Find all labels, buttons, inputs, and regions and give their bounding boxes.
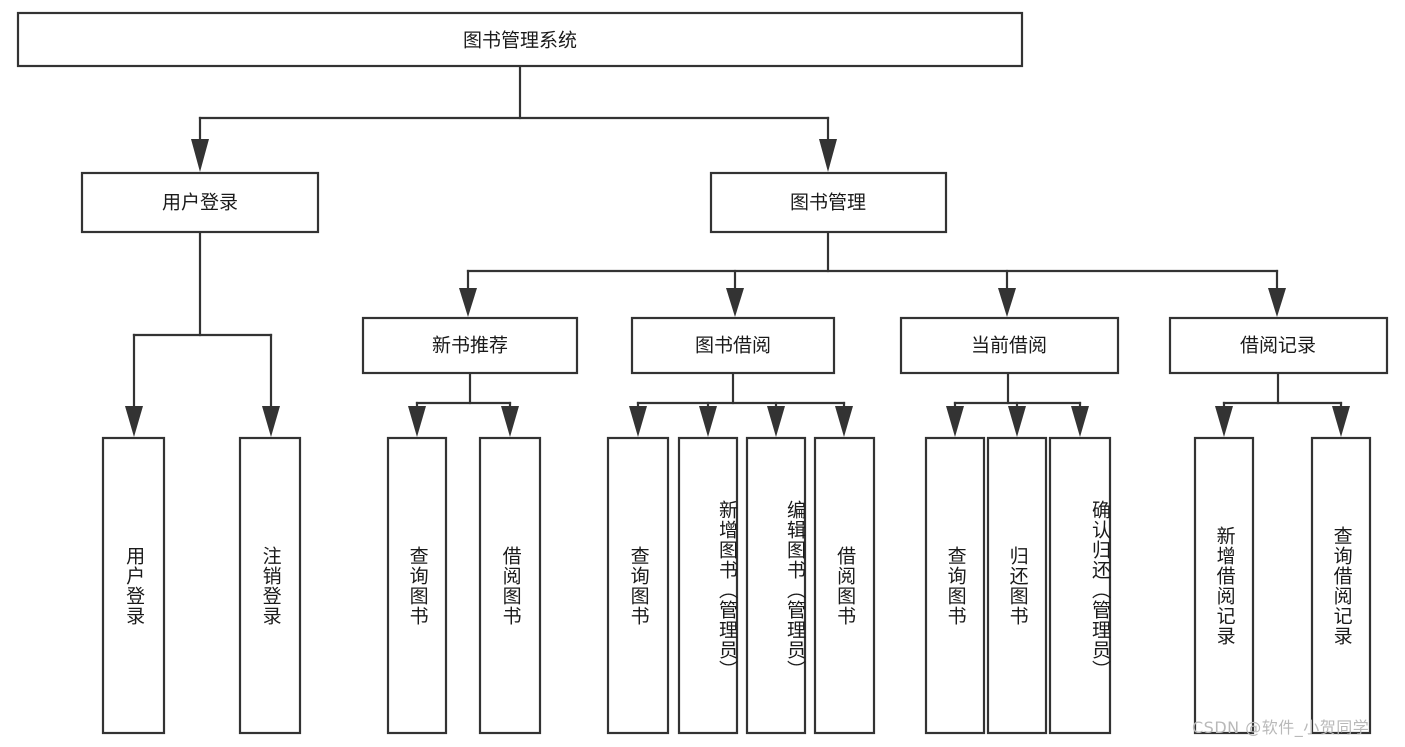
leaf-box-return-book[interactable]	[986, 436, 1048, 735]
leaf-box-group	[101, 436, 1372, 735]
connector-group-borrow-record	[1215, 371, 1350, 437]
arrow-head-icon	[1071, 406, 1089, 437]
leaf-box-query-book-3[interactable]	[924, 436, 986, 735]
arrow-head-icon	[998, 288, 1016, 317]
node-book-borrow-box[interactable]	[630, 316, 836, 375]
node-borrow-record[interactable]: 借阅记录	[1168, 316, 1389, 375]
node-book-borrow[interactable]: 图书借阅	[630, 316, 836, 375]
leaf-box-query-book-2[interactable]	[606, 436, 670, 735]
leaf-box-query-record[interactable]	[1310, 436, 1372, 735]
node-book-borrow-label: 图书借阅	[695, 335, 771, 357]
connector-group-new-book	[408, 371, 519, 437]
node-borrow-record-label: 借阅记录	[1240, 335, 1316, 357]
leaf-box-confirm-return[interactable]	[1048, 436, 1112, 735]
connector-group-current-borrow	[946, 371, 1089, 437]
leaf-box-edit-book-admin[interactable]	[745, 436, 807, 735]
arrow-head-icon	[1215, 406, 1233, 437]
arrow-head-icon	[699, 406, 717, 437]
arrow-head-icon	[191, 139, 209, 172]
node-root-box[interactable]	[16, 11, 1024, 68]
leaf-box-user-login[interactable]	[101, 436, 166, 735]
connector-group-user-login	[125, 230, 280, 437]
arrow-head-icon	[1332, 406, 1350, 437]
csdn-watermark: CSDN @软件_小贺同学	[1192, 718, 1370, 737]
node-root-label: 图书管理系统	[463, 30, 577, 52]
node-user-login[interactable]: 用户登录	[80, 171, 320, 234]
arrow-head-icon	[946, 406, 964, 437]
node-new-book-recommend[interactable]: 新书推荐	[361, 316, 579, 375]
node-current-borrow-box[interactable]	[899, 316, 1120, 375]
connector-group-book-mgmt	[459, 230, 1286, 317]
leaf-box-borrow-book-2[interactable]	[813, 436, 876, 735]
node-book-management-label: 图书管理	[790, 192, 866, 214]
node-root[interactable]: 图书管理系统	[16, 11, 1024, 68]
arrow-head-icon	[459, 288, 477, 317]
node-current-borrow-label: 当前借阅	[971, 335, 1047, 357]
arrow-head-icon	[1268, 288, 1286, 317]
node-user-login-box[interactable]	[80, 171, 320, 234]
node-new-book-recommend-box[interactable]	[361, 316, 579, 375]
node-user-login-label: 用户登录	[162, 192, 238, 214]
arrow-head-icon	[819, 139, 837, 172]
arrow-head-icon	[501, 406, 519, 437]
leaf-box-add-record[interactable]	[1193, 436, 1255, 735]
node-current-borrow[interactable]: 当前借阅	[899, 316, 1120, 375]
arrow-head-icon	[629, 406, 647, 437]
arrow-head-icon	[726, 288, 744, 317]
connector-group-borrow-book	[629, 371, 853, 437]
leaf-box-borrow-book-1[interactable]	[478, 436, 542, 735]
arrow-head-icon	[767, 406, 785, 437]
node-new-book-recommend-label: 新书推荐	[432, 335, 508, 357]
leaf-box-add-book-admin[interactable]	[677, 436, 739, 735]
arrow-head-icon	[262, 406, 280, 437]
arrow-head-icon	[408, 406, 426, 437]
leaf-box-query-book-1[interactable]	[386, 436, 448, 735]
arrow-head-icon	[125, 406, 143, 437]
node-book-management-box[interactable]	[709, 171, 948, 234]
connector-group-root	[191, 64, 837, 172]
arrow-head-icon	[835, 406, 853, 437]
node-borrow-record-box[interactable]	[1168, 316, 1389, 375]
node-book-management[interactable]: 图书管理	[709, 171, 948, 234]
leaf-box-logout[interactable]	[238, 436, 302, 735]
arrow-head-icon	[1008, 406, 1026, 437]
